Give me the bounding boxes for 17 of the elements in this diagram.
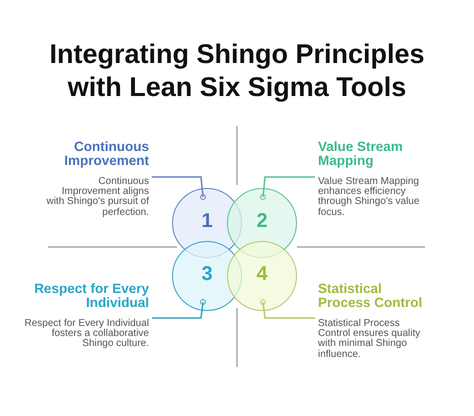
description: Respect for Every Individual fosters a collaborative Shingo culture. — [24, 319, 149, 350]
leader-line — [260, 299, 315, 319]
leader-line — [260, 176, 315, 200]
step-number: 3 — [201, 262, 213, 286]
step-number: 2 — [256, 210, 268, 232]
description: Value Stream Mapping enhances efficiency through Shingo's value focus. — [318, 177, 420, 218]
heading: Continuous Improvement — [63, 140, 149, 168]
description: Statistical Process Control ensures quality with minimal Shingo influence. — [318, 319, 422, 360]
leader-line — [152, 299, 206, 319]
title: Integrating Shingo Principles with Lean Six Sigma Tools — [48, 38, 426, 104]
description: Continuous Improvement aligns with Shingo's pursuit of perfection. — [45, 177, 149, 218]
step-number: 1 — [201, 210, 213, 232]
heading: Value Stream Mapping — [318, 140, 404, 168]
leader-line — [152, 176, 206, 200]
heading: Statistical Process Control — [318, 282, 424, 310]
step-number: 4 — [256, 262, 268, 286]
heading: Respect for Every Individual — [33, 282, 149, 310]
